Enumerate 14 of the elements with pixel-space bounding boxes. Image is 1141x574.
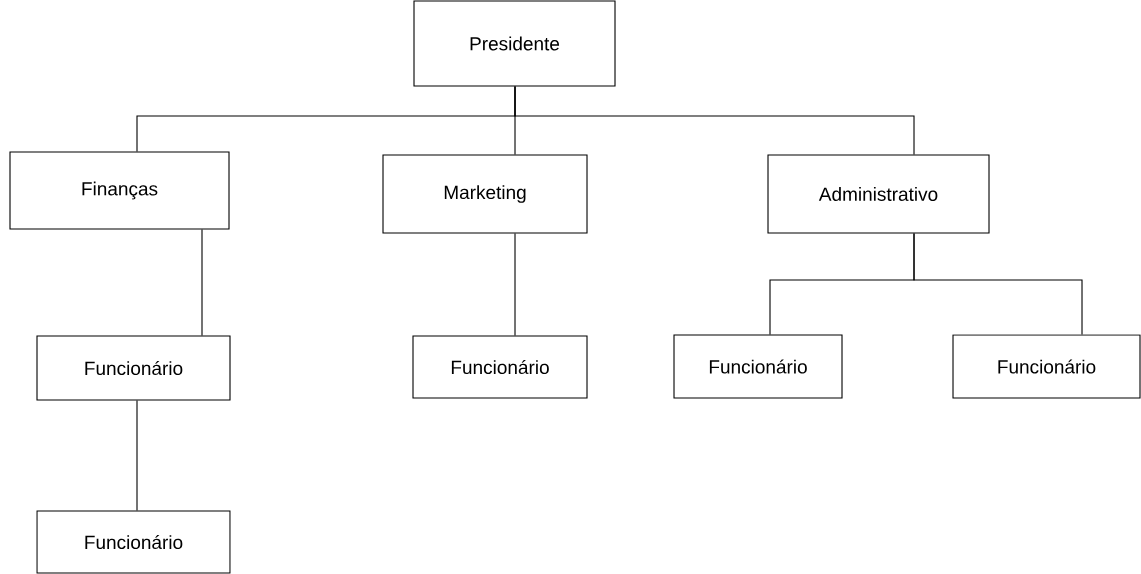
org-box: Funcionário: [952, 334, 1141, 399]
connector-line: [514, 233, 516, 336]
connector-line: [201, 229, 203, 336]
org-box: Funcionário: [412, 335, 588, 399]
org-box: Administrativo: [767, 154, 990, 234]
org-box: Marketing: [382, 154, 588, 234]
org-box: Funcionário: [673, 334, 843, 399]
org-box: Finanças: [9, 151, 230, 230]
org-box: Presidente: [413, 0, 616, 87]
connector-line: [514, 86, 915, 155]
org-box: Funcionário: [36, 335, 231, 401]
org-box: Funcionário: [36, 510, 231, 574]
connector-line: [913, 233, 1083, 335]
connector-line: [136, 400, 138, 511]
